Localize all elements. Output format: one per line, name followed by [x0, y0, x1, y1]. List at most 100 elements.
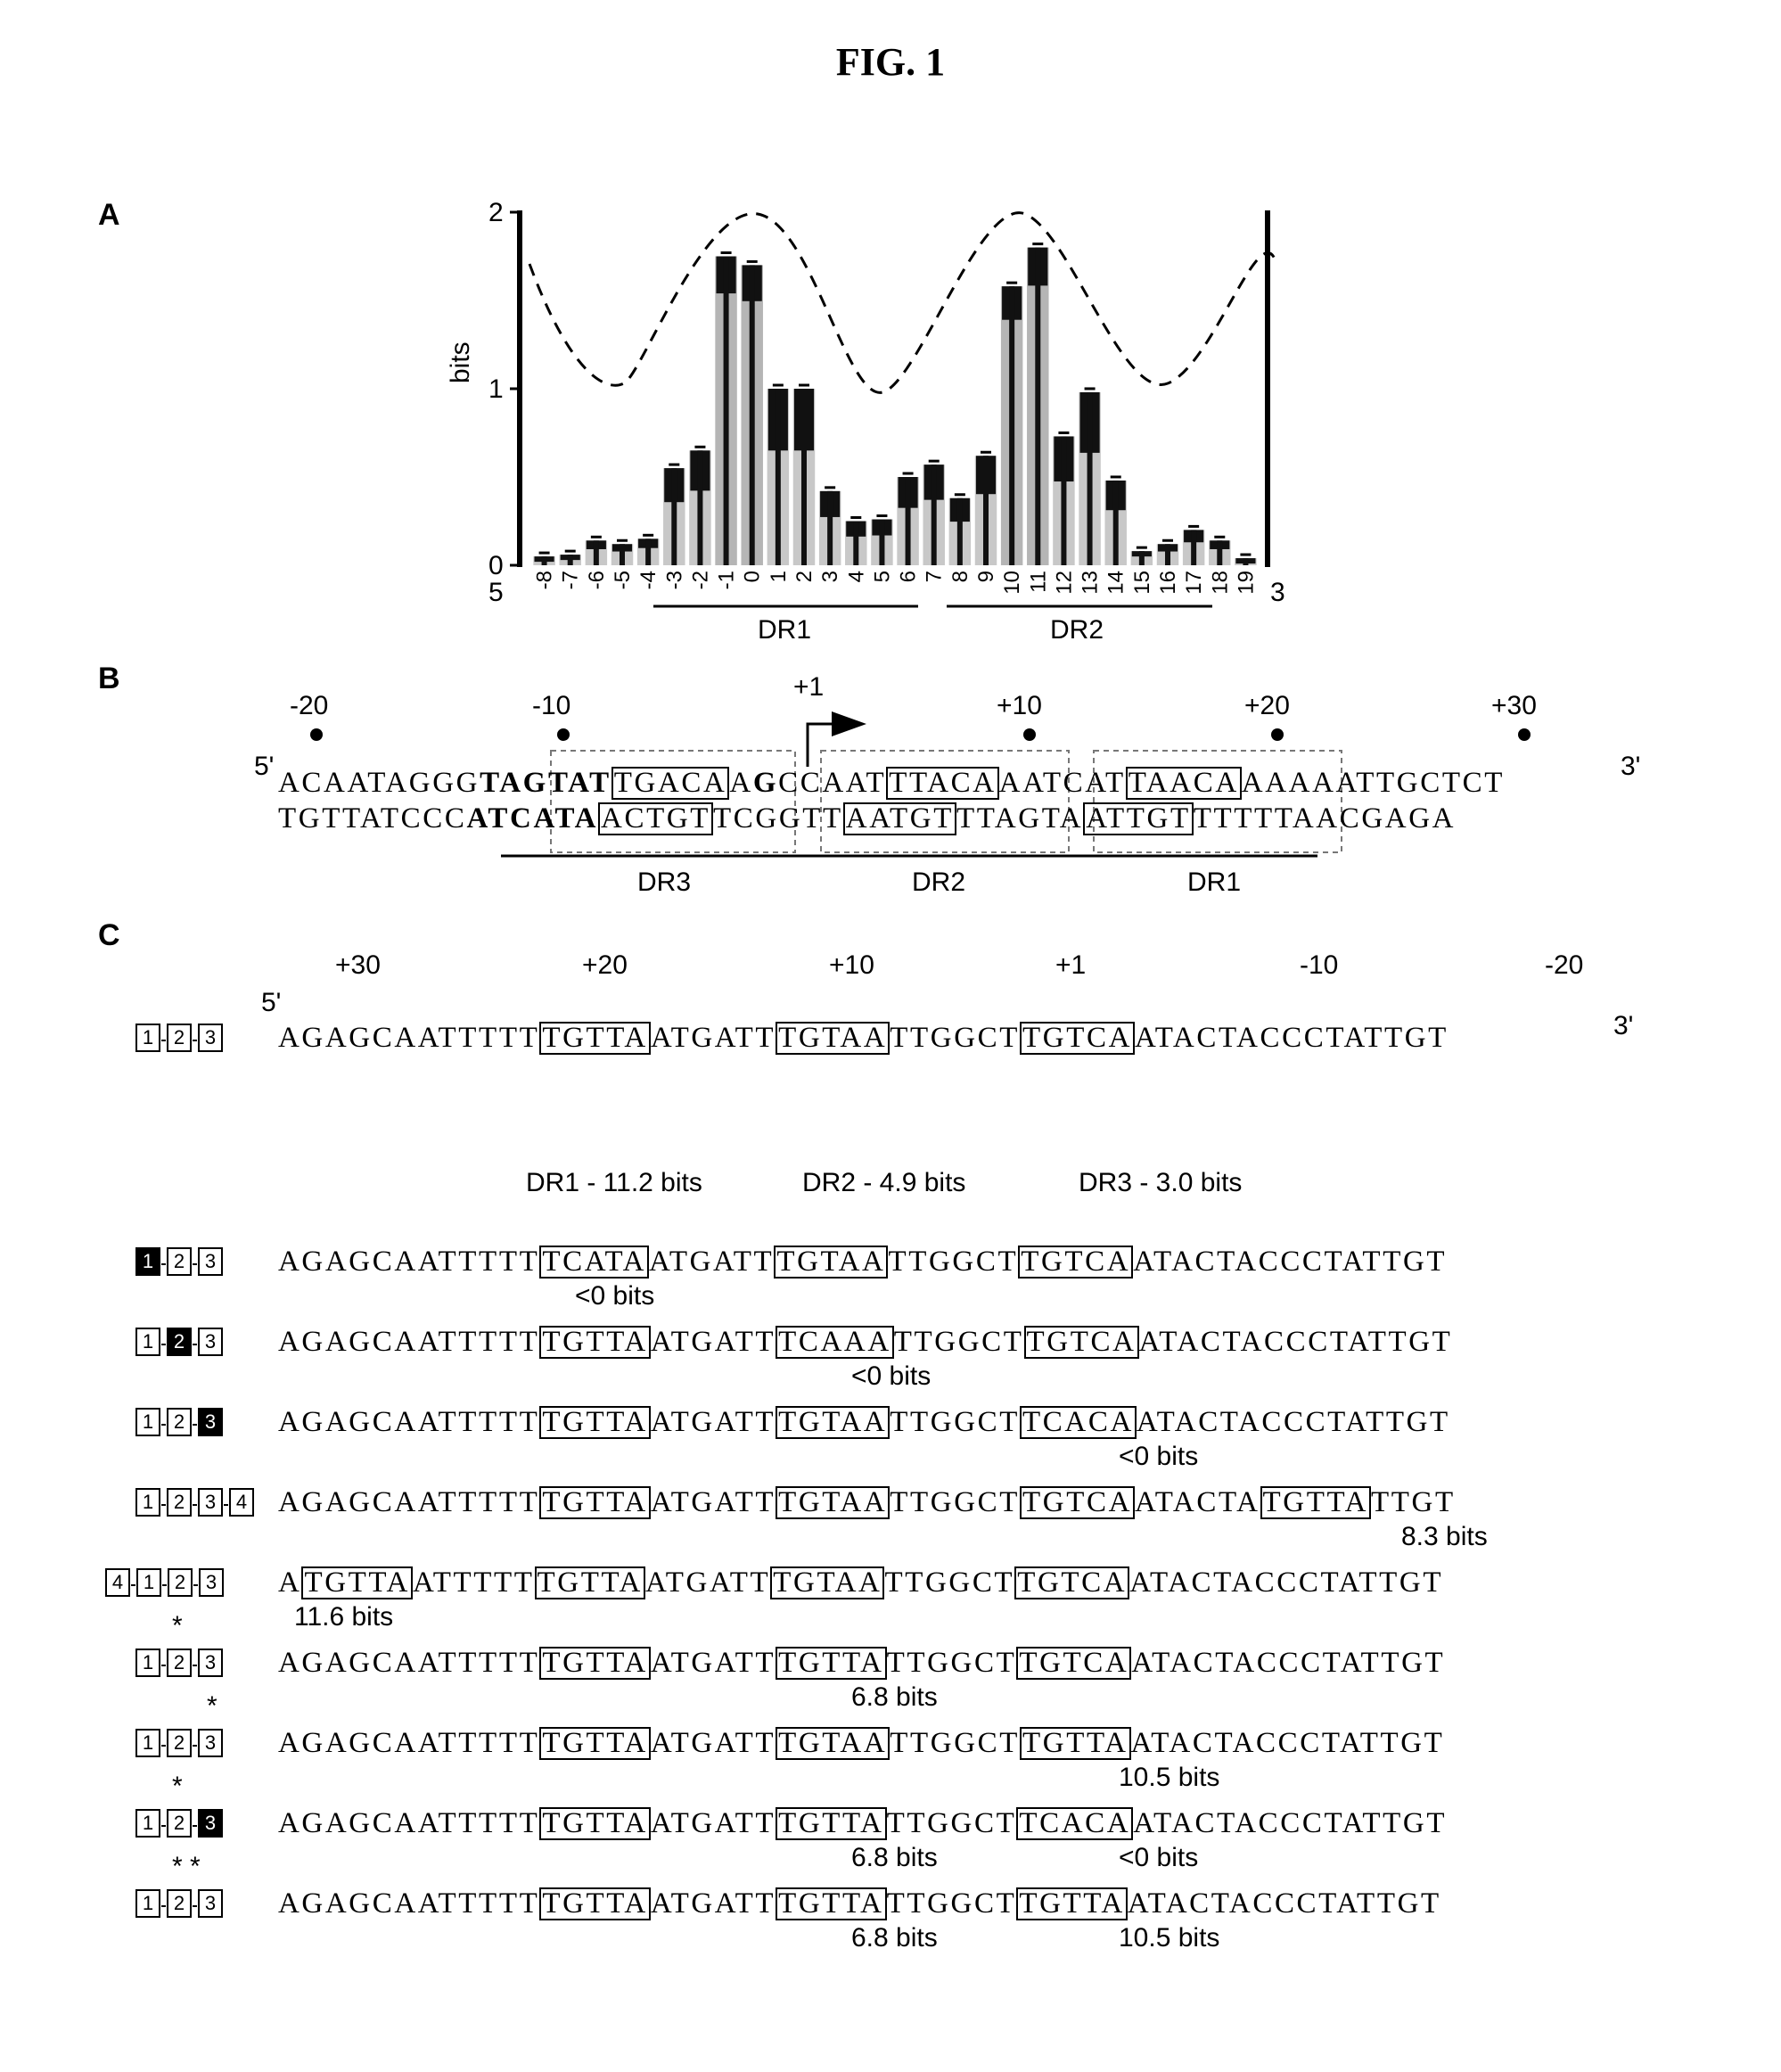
panel-c-end5: 5'	[261, 988, 281, 1018]
site-box: 1	[135, 1488, 160, 1517]
seq-s1: AGAGCAATTTTT	[278, 1887, 539, 1920]
site-score-note: <0 bits	[1119, 1442, 1198, 1472]
site-box: 1	[135, 1408, 160, 1436]
seq-b3: TGTTA	[1016, 1887, 1128, 1920]
seq-s1: AGAGCAATTTTT	[278, 1647, 539, 1679]
construct-key: 123	[135, 1408, 223, 1436]
seq-b2: TGTAA	[776, 1406, 890, 1439]
site-box: 3	[198, 1408, 223, 1436]
logo-position-label: 11	[1026, 571, 1050, 593]
panel-b-tick-plus20: +20	[1244, 691, 1290, 721]
seq-s3: TTGGCT	[887, 1647, 1017, 1679]
seq-b3: TCACA	[1020, 1406, 1137, 1439]
panel-b-tick-minus10: -10	[532, 691, 570, 721]
seq-s3: TTGGCT	[888, 1246, 1018, 1278]
site-box: 2	[167, 1889, 192, 1918]
logo-position-label: -1	[715, 571, 739, 589]
construct-key: 1234	[135, 1488, 254, 1517]
seq-s3: TTGGCT	[894, 1326, 1024, 1358]
site-box: 3	[198, 1024, 223, 1052]
panel-c-tick-plus20: +20	[582, 950, 628, 981]
construct-key: 123	[135, 1649, 223, 1677]
panel-b-top-box-dr2: TTACA	[886, 767, 998, 800]
logo-position-label: -5	[611, 571, 635, 589]
site-box: 3	[198, 1247, 223, 1276]
construct-key: 123	[135, 1809, 223, 1838]
site-box: 1	[135, 1024, 160, 1052]
panel-b-bottom-box-dr1: ATTGT	[1083, 802, 1193, 835]
seq-s1: AGAGCAATTTTT	[278, 1246, 539, 1278]
panel-b-tick-plus30: +30	[1491, 691, 1537, 721]
seq-s4: ATACTACCCTATTGT	[1129, 1566, 1443, 1599]
panel-b-top-box-dr3: TGACA	[611, 767, 730, 800]
seq-s4: ATACTACCCTATTGT	[1139, 1326, 1453, 1358]
logo-position-label: 3	[818, 571, 842, 582]
panel-b-tick-plus10: +10	[997, 691, 1042, 721]
site-box: 1	[136, 1568, 161, 1597]
mutation-star: * *	[172, 1852, 201, 1882]
seq-s1: AGAGCAATTTTT	[278, 1022, 539, 1054]
logo-position-label: 5	[870, 571, 894, 582]
tss-arrow-head	[832, 711, 866, 736]
logo-stack-stem	[853, 522, 858, 566]
logo-stack-stem	[957, 498, 963, 565]
logo-stack-stem	[1087, 392, 1093, 565]
construct-sequence: AGAGCAATTTTTTGTTAATGATTTGTAATTGGCTTGTCAA…	[278, 1022, 1449, 1055]
seq-s4: ATACTACCCTATTGT	[1133, 1246, 1447, 1278]
seq-s4: ATACTACCCTATTGT	[1133, 1807, 1447, 1839]
seq-b1: TGTTA	[535, 1566, 646, 1599]
construct-key: 4123	[105, 1568, 224, 1597]
logo-stack-stem	[1191, 530, 1196, 565]
site-score-note: 8.3 bits	[1401, 1522, 1488, 1552]
logo-position-label: 4	[844, 571, 868, 582]
site-score-note: 10.5 bits	[1119, 1923, 1219, 1953]
logo-position-label: 10	[1000, 571, 1024, 595]
seq-s2: ATGATT	[651, 1807, 776, 1839]
seq-s5: TTGT	[1371, 1486, 1456, 1518]
logo-position-label: -3	[662, 571, 686, 589]
seq-b2: TCAAA	[776, 1326, 894, 1359]
site-box: 4	[105, 1568, 130, 1597]
panel-c-tick-minus20: -20	[1545, 950, 1583, 981]
seq-s2: ATGATT	[651, 1326, 776, 1358]
seq-b2: TGTAA	[774, 1246, 888, 1279]
seq-s4: ATACTACCCTATTGT	[1128, 1887, 1441, 1920]
seq-b3: TCACA	[1016, 1807, 1133, 1840]
site-box: 2	[167, 1649, 192, 1677]
seq-s1: AGAGCAATTTTT	[278, 1486, 539, 1518]
mutation-star: *	[172, 1611, 183, 1641]
panel-b-end3: 3'	[1621, 752, 1640, 782]
logo-position-label: -6	[585, 571, 609, 589]
logo-stack-stem	[1139, 551, 1145, 565]
seq-s0: A	[278, 1566, 301, 1599]
logo-position-label: -7	[559, 571, 583, 589]
seq-b1: TGTTA	[539, 1727, 651, 1760]
logo-position-label: 9	[974, 571, 998, 582]
dr2-score: DR2 - 4.9 bits	[802, 1168, 965, 1198]
construct-key: 123	[135, 1024, 223, 1052]
logo-position-label: 13	[1079, 571, 1103, 595]
construct-sequence: AGAGCAATTTTTTGTTAATGATTTGTAATTGGCTTGTTAA…	[278, 1727, 1444, 1760]
logo-position-label: 16	[1156, 571, 1180, 595]
seq-s1: AGAGCAATTTTT	[278, 1406, 539, 1438]
logo-stack-stem	[1113, 481, 1119, 565]
seq-s1: ATTTTT	[413, 1566, 535, 1599]
logo-stack-stem	[1009, 286, 1014, 565]
logo-position-label: -2	[688, 571, 712, 589]
logo-stack-stem	[1165, 544, 1170, 565]
site-score-note: 11.6 bits	[294, 1602, 393, 1632]
dr3-score: DR3 - 3.0 bits	[1079, 1168, 1242, 1198]
site-box: 2	[167, 1247, 192, 1276]
site-box: 1	[135, 1809, 160, 1838]
logo-position-label: 14	[1104, 571, 1129, 595]
seq-s3: TTGGCT	[890, 1406, 1020, 1438]
logo-stack-stem	[906, 477, 911, 565]
site-score-note: 6.8 bits	[851, 1923, 938, 1953]
site-box: 3	[198, 1649, 223, 1677]
panel-c-tick-plus30: +30	[335, 950, 381, 981]
seq-s3: TTGGCT	[890, 1727, 1020, 1759]
seq-b2: TGTTA	[776, 1887, 887, 1920]
panel-c-tick-minus10: -10	[1300, 950, 1338, 981]
mutation-star: *	[207, 1691, 217, 1722]
site-box: 3	[198, 1729, 223, 1757]
